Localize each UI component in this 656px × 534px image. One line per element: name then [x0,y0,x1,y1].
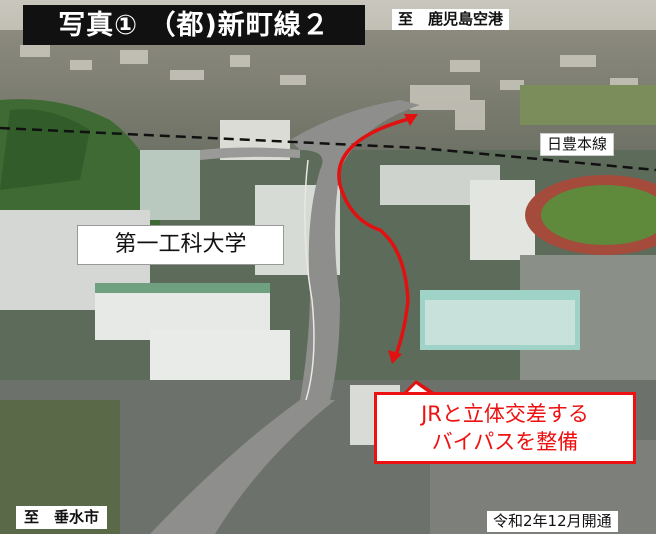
bypass-callout: JRと立体交差する バイパスを整備 [374,392,636,464]
opening-date-label: 令和2年12月開通 [487,511,618,532]
rail-line-label: 日豊本線 [540,133,615,156]
destination-label-top: 至 鹿児島空港 [392,9,510,30]
page-title: 写真① （都)新町線２ [23,5,365,45]
destination-label-bottom: 至 垂水市 [16,506,108,529]
callout-line-1: JRと立体交差する [421,402,589,426]
campus-label: 第一工科大学 [77,225,284,265]
callout-line-2: バイパスを整備 [431,430,579,454]
